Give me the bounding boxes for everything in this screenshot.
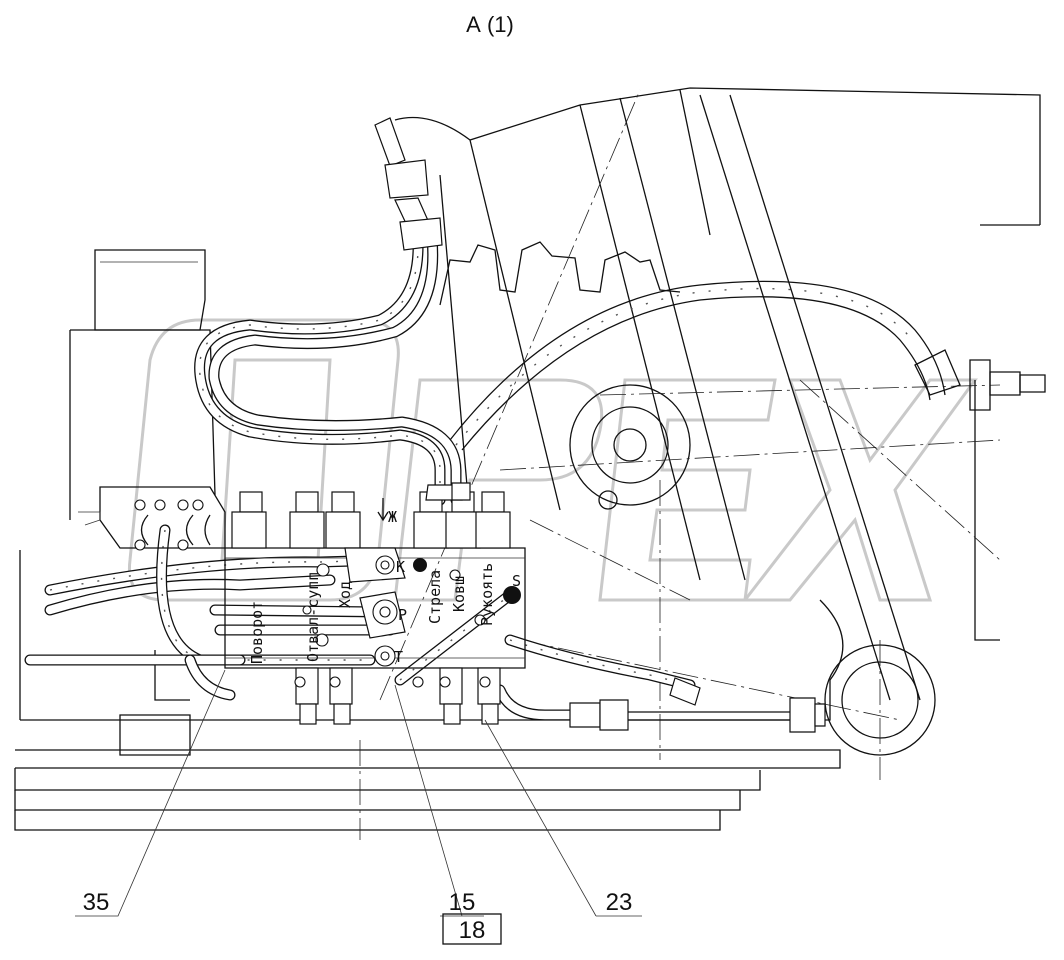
port-s: S [512,572,521,590]
callout-15: 15 [449,889,476,916]
view-title: А (1) [466,12,514,37]
port-p: Р [398,606,407,624]
lower-right-hose [494,634,826,733]
toothed-bracket [439,241,681,306]
port-k: К [396,558,405,576]
callout-35: 35 [83,889,110,916]
callout-23: 23 [606,889,633,916]
top-fitting [374,117,443,251]
frame-outline [14,87,1041,831]
block-ports [294,547,521,688]
label-strela: Стрела [426,570,444,624]
distributor-block [224,491,526,725]
leader-lines [75,669,642,917]
centerlines [359,89,1001,840]
strela-port-dot [413,558,427,572]
right-fitting [914,349,1046,411]
label-khod: Ход [336,581,354,608]
boom-pivot [569,384,936,756]
left-manifold [78,486,226,551]
strela-hose [394,589,516,686]
label-otval: Отвал-супп [304,572,322,662]
boom-hose [449,280,946,451]
zh-arrow [377,498,389,522]
port-zh: Ж [388,508,397,526]
block-top-connectors [425,482,471,501]
main-s-hose [194,232,462,506]
watermark [127,318,978,602]
label-kovsh: Ковш [450,576,468,612]
callout-18: 18 [459,917,486,944]
label-povorot: Поворот [248,601,266,664]
s-port-dot [503,586,521,604]
label-rukoyat: Рукоять [478,563,496,626]
left-hose-bundle [24,524,396,701]
callout-18-box [442,913,502,945]
port-t: Т [394,648,403,666]
